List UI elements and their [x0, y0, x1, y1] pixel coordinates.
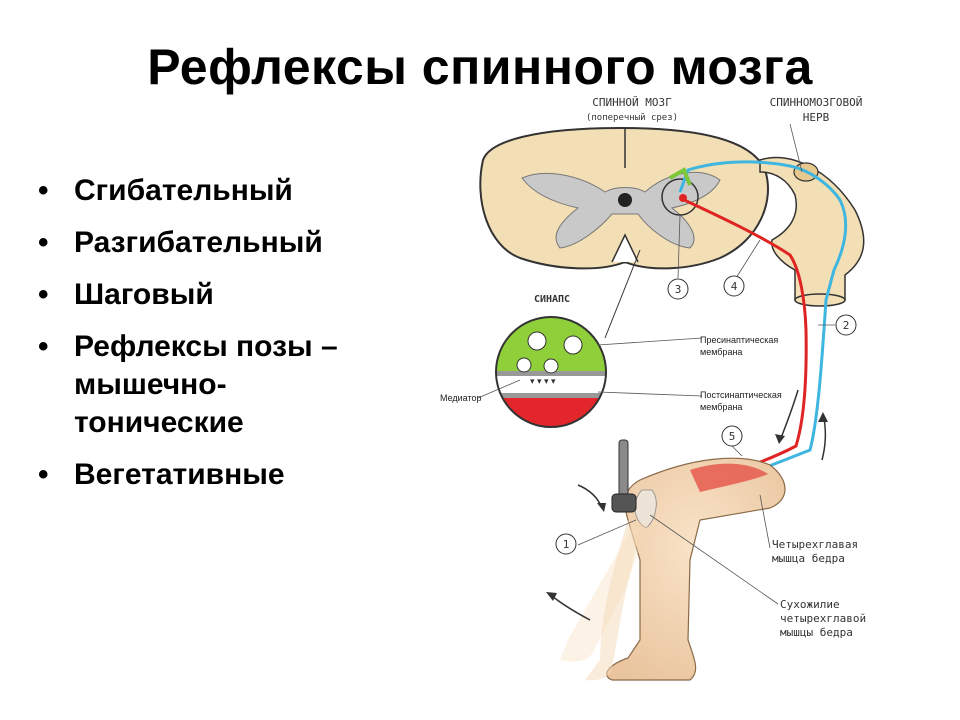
leader-line — [759, 494, 771, 549]
bullet-item-stepping: • Шаговый — [36, 276, 416, 314]
postsynaptic-label: мембрана — [700, 402, 742, 412]
arrow-icon — [546, 592, 557, 601]
arrow-icon — [551, 595, 591, 621]
spinal-cord-section — [479, 126, 769, 270]
bullet-text: Шаговый — [74, 278, 214, 311]
bullet-dot: • — [38, 278, 49, 311]
marker-5-label: 5 — [729, 430, 736, 443]
bullet-text: Разгибательный — [74, 226, 323, 259]
leader-line — [604, 249, 641, 339]
leader-line — [597, 391, 703, 397]
nerve-label: СПИННОМОЗГОВОЙ — [770, 96, 863, 109]
tendon-label: мышцы бедра — [780, 626, 853, 639]
marker-2-label: 2 — [843, 319, 850, 332]
tendon-label: четырехглавой — [780, 612, 866, 625]
arrow-icon — [780, 389, 799, 439]
bullet-item-extension: • Разгибательный — [36, 224, 416, 262]
svg-text:▾ ▾ ▾ ▾: ▾ ▾ ▾ ▾ — [530, 376, 556, 386]
leader-line — [577, 519, 637, 546]
arrow-icon — [597, 503, 606, 512]
spinal-nerve — [759, 156, 865, 307]
marker-1-label: 1 — [563, 538, 570, 551]
bullet-item-vegetative: • Вегетативные — [36, 456, 416, 494]
presynaptic-label: Пресинаптическая — [700, 335, 778, 345]
reflex-hammer — [611, 439, 637, 513]
marker-4-label: 4 — [731, 280, 738, 293]
marker-5 — [721, 425, 743, 447]
spinal-cord-sublabel: (поперечный срез) — [586, 113, 678, 123]
leader-line — [789, 123, 803, 173]
arrow-icon — [775, 434, 785, 444]
spinal-cord-label: СПИННОЙ МОЗГ — [592, 96, 672, 109]
bullet-item-posture: • Рефлексы позы – мышечно- тонические — [36, 328, 416, 442]
bullet-item-flexion: • Сгибательный — [36, 172, 416, 210]
bullet-text: Рефлексы позы – мышечно- тонические — [74, 330, 338, 439]
bullet-list: • Сгибательный • Разгибательный • Шаговый •… — [36, 172, 416, 508]
leader-line — [597, 337, 703, 346]
presynaptic-label: мембрана — [700, 347, 742, 357]
arrow-icon — [818, 412, 828, 422]
bullet-text: Вегетативные — [74, 458, 285, 491]
bullet-dot: • — [38, 174, 49, 207]
arrow-icon — [821, 417, 827, 461]
interneuron-fiber — [669, 167, 692, 186]
quadriceps-muscle — [690, 463, 768, 492]
muscle-label: мышца бедра — [772, 552, 845, 565]
marker-3 — [667, 278, 689, 300]
leader-line — [677, 214, 681, 279]
tendon-label: Сухожилие — [780, 598, 840, 611]
bullet-text: Сгибательный — [74, 174, 293, 207]
marker-1 — [555, 533, 577, 555]
marker-3-label: 3 — [675, 283, 682, 296]
leader-line — [649, 514, 779, 605]
muscle-label: Четырехглавая — [772, 538, 858, 551]
bullet-dot: • — [38, 458, 49, 491]
leader-line — [477, 379, 521, 399]
leg-kick-ghost — [585, 520, 640, 681]
mediator-label: Медиатор — [440, 393, 482, 403]
nerve-label: НЕРВ — [803, 111, 830, 124]
bullet-dot: • — [38, 226, 49, 259]
motor-neuron-body — [679, 194, 687, 202]
synapse-magnification: ▾ ▾ ▾ ▾ — [495, 316, 607, 428]
slide-title: Рефлексы спинного мозга — [147, 39, 813, 95]
synapse-label: СИНАПС — [534, 294, 570, 305]
postsynaptic-label: Постсинаптическая — [700, 390, 782, 400]
marker-4 — [723, 275, 745, 297]
marker-2 — [835, 314, 857, 336]
leg-illustration — [560, 457, 786, 681]
leader-line — [735, 239, 761, 279]
bullet-dot: • — [38, 330, 49, 363]
